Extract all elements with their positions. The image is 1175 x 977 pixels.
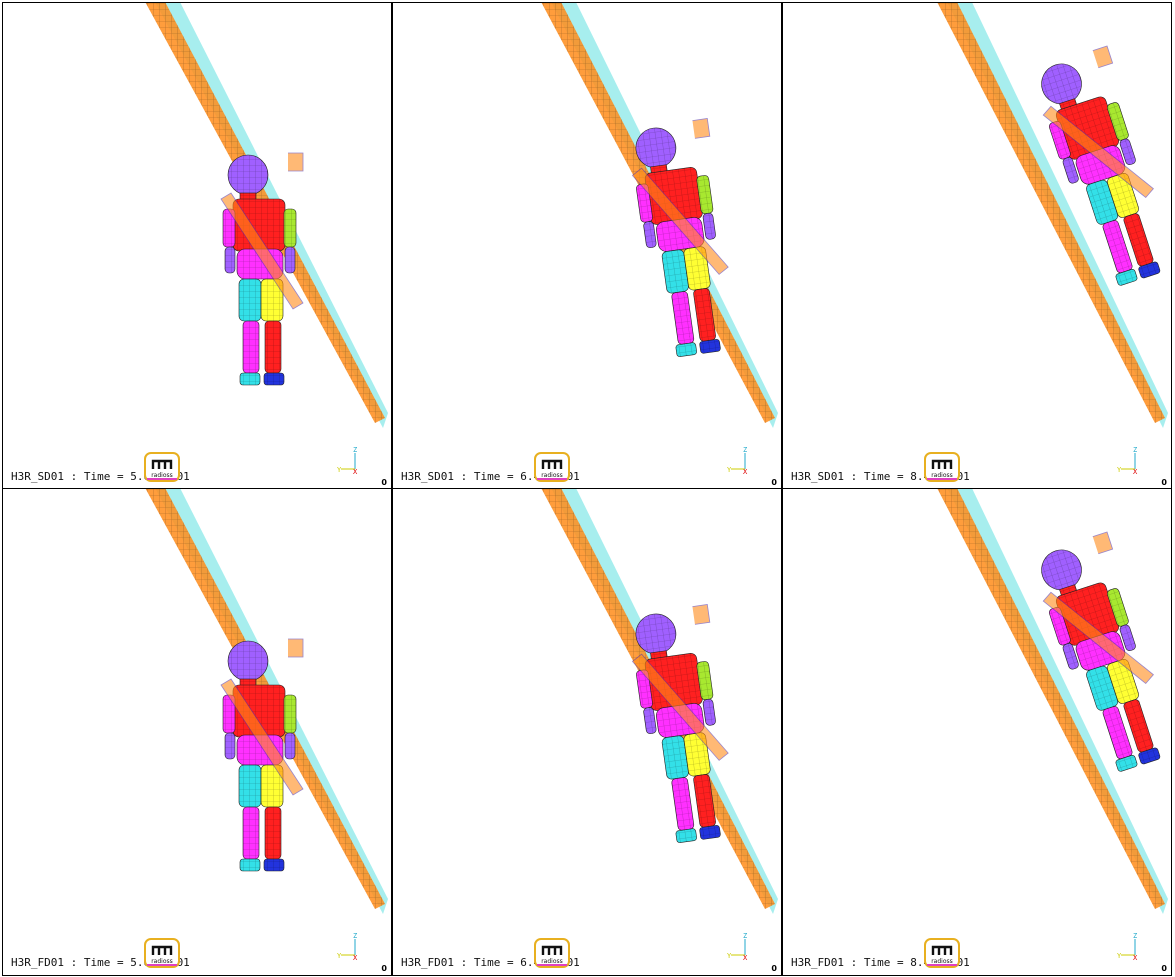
logo-text: radioss (151, 958, 173, 965)
radioss-logo-icon: radioss (534, 452, 570, 482)
axis-triad-icon: Z Y X (337, 932, 358, 961)
scene-sd01-t56 (145, 3, 388, 428)
origin-label: 0 (381, 964, 387, 973)
axis-y-label: Y (1117, 466, 1122, 474)
axis-z-label: Z (1133, 932, 1137, 940)
shoulder-belt (220, 152, 304, 310)
radioss-logo-icon: radioss (144, 452, 180, 482)
radioss-logo-icon: radioss (534, 938, 570, 968)
shoulder-belt (1042, 531, 1154, 685)
logo-text: radioss (151, 472, 173, 479)
radioss-logo-icon: radioss (924, 452, 960, 482)
axis-x-label: X (353, 954, 358, 961)
axis-y-label: Y (337, 466, 342, 474)
axis-z-label: Z (353, 446, 357, 454)
logo-text: radioss (541, 958, 563, 965)
belt-mesh (937, 3, 1165, 423)
radioss-logo-icon: radioss (924, 938, 960, 968)
axis-triad-icon: Z Y X (337, 446, 358, 475)
logo-text: radioss (931, 958, 953, 965)
axis-x-label: X (743, 468, 748, 475)
crash-dummy (220, 638, 304, 872)
crash-dummy (220, 152, 304, 386)
crash-dummy (1041, 45, 1161, 286)
origin-label: 0 (1161, 478, 1167, 487)
axis-x-label: X (353, 468, 358, 475)
origin-label: 0 (381, 478, 387, 487)
scene-fd01-t56 (145, 489, 388, 914)
axis-x-label: X (1133, 468, 1138, 475)
crash-dummy (631, 118, 729, 357)
scene-sd01-t84 (937, 3, 1168, 428)
shoulder-belt (220, 638, 304, 796)
axis-triad-icon: Z Y X (1117, 932, 1138, 961)
axis-triad-icon: Z Y X (727, 932, 748, 961)
axis-y-label: Y (727, 466, 732, 474)
logo-text: radioss (541, 472, 563, 479)
scene-sd01-t64 (541, 3, 778, 428)
axis-y-label: Y (337, 952, 342, 960)
axis-triad-icon: Z Y X (727, 446, 748, 475)
axis-z-label: Z (743, 932, 747, 940)
shoulder-belt (631, 604, 729, 761)
belt-mesh (937, 489, 1165, 909)
crash-dummy (1041, 531, 1161, 772)
axis-x-label: X (1133, 954, 1138, 961)
axis-triad-icon: Z Y X (1117, 446, 1138, 475)
radioss-logo-icon: radioss (144, 938, 180, 968)
axis-z-label: Z (743, 446, 747, 454)
origin-label: 0 (771, 964, 777, 973)
logo-text: radioss (931, 472, 953, 479)
axis-x-label: X (743, 954, 748, 961)
axis-y-label: Y (727, 952, 732, 960)
shoulder-belt (631, 118, 729, 275)
crash-dummy (631, 604, 729, 843)
axis-z-label: Z (353, 932, 357, 940)
axis-z-label: Z (1133, 446, 1137, 454)
origin-label: 0 (1161, 964, 1167, 973)
shoulder-belt (1042, 45, 1154, 199)
scene-fd01-t84 (937, 489, 1168, 914)
axis-y-label: Y (1117, 952, 1122, 960)
scene-fd01-t64 (541, 489, 778, 914)
origin-label: 0 (771, 478, 777, 487)
